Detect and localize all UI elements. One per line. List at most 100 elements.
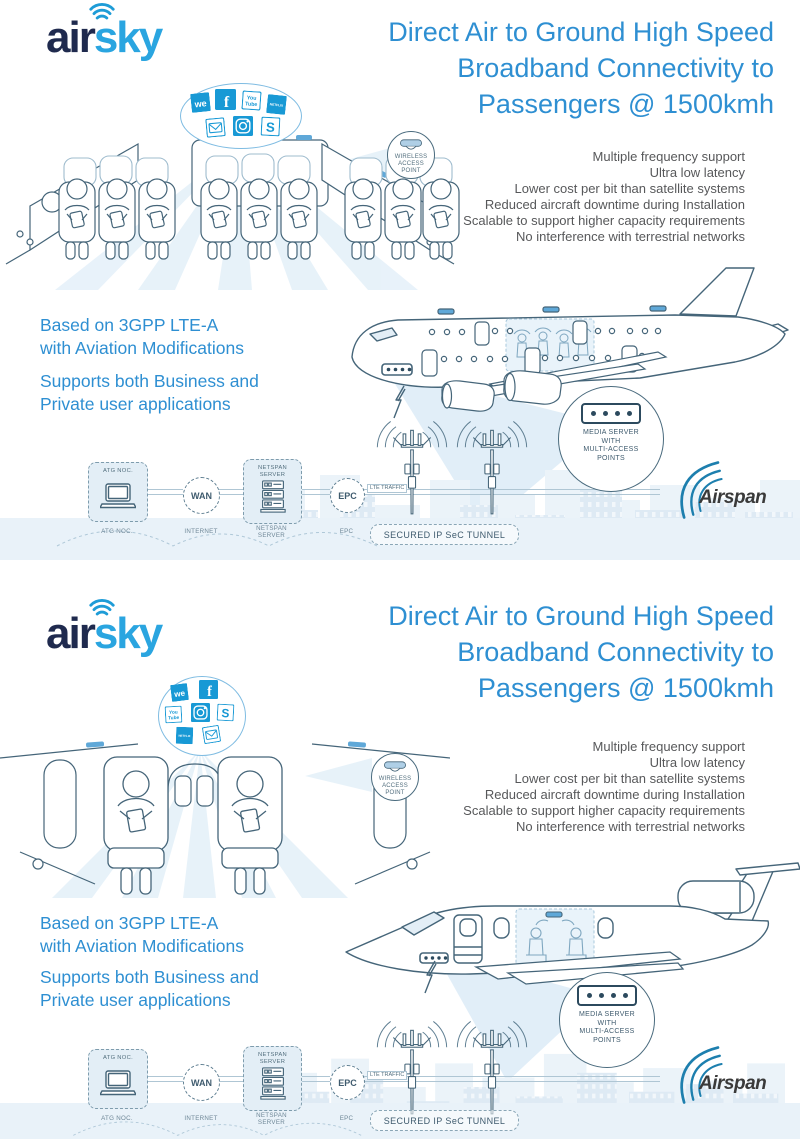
lte-traffic-label: LTE TRAFFIC [367,484,408,493]
page-title: Direct Air to Ground High Speed Broadban… [214,598,774,706]
server-icon [260,480,286,513]
note-applications: Supports both Business and Private user … [40,370,259,415]
media-server-callout: MEDIA SERVER WITH MULTI-ACCESS POINTS [558,386,664,492]
note-line: with Aviation Modifications [40,935,244,956]
wan-label: WAN [191,1077,212,1088]
note-3gpp: Based on 3GPP LTE-A with Aviation Modifi… [40,912,244,957]
feature-item: Ultra low latency [649,754,745,770]
wap-label-2: ACCESS [398,160,424,167]
feature-item: Scalable to support higher capacity requ… [463,212,745,228]
airplane-illustration [340,262,800,427]
access-point-icon [399,139,423,152]
note-applications: Supports both Business and Private user … [40,966,259,1011]
connector-line [300,1076,330,1082]
connector-line [146,1076,183,1082]
logo-air: air [46,609,96,658]
feature-item: Lower cost per bit than satellite system… [514,180,746,196]
cell-tower [452,1013,532,1125]
page-title: Direct Air to Ground High Speed Broadban… [214,14,774,122]
atg-noc-box-label: ATG NOC. [103,468,133,474]
note-line: Private user applications [40,393,231,414]
feature-item: Multiple frequency support [592,149,745,164]
tunnel-text: SECURED IP SeC TUNNEL [383,1115,506,1126]
note-line: Based on 3GPP LTE-A [40,315,219,335]
feature-item: No interference with terrestrial network… [515,228,745,244]
logo-sky: sky [93,13,163,62]
wap-label-1: WIRELESS [378,776,412,782]
media-label-1: MEDIA SERVER [579,1011,635,1018]
lte-traffic-line [363,489,660,495]
media-label-2: WITH [597,1019,617,1027]
access-point-icon [383,761,407,774]
youtube-icon [165,706,183,724]
title-line-1: Direct Air to Ground High Speed [388,17,774,47]
airsky-logo: airsky [40,596,200,660]
airsky-logo: airsky [40,0,200,64]
title-line-3: Passengers @ 1500kmh [477,89,774,119]
title-line-2: Broadband Connectivity to [457,53,774,83]
wan-node: WAN [183,477,220,514]
email-icon [202,725,221,744]
media-label-4: POINTS [597,454,625,462]
atg-noc-box-label: ATG NOC. [103,1055,133,1061]
title-line-3: Passengers @ 1500kmh [477,673,774,703]
lte-traffic-line [363,1076,660,1082]
atg-noc-ground-label: ATG NOC. [101,1115,133,1122]
airspan-logo: Airspan [699,1073,767,1094]
media-label-3: MULTI-ACCESS [579,1028,635,1035]
epc-ground-label: EPC [339,1115,354,1122]
feature-item: Scalable to support higher capacity requ… [463,802,745,818]
title-line-2: Broadband Connectivity to [457,637,774,667]
feature-item: No interference with terrestrial network… [515,818,745,834]
media-server-icon [581,403,641,424]
cell-tower [372,1013,452,1125]
media-label-4: POINTS [593,1036,621,1044]
airsky-logo-text: airsky [46,13,163,62]
server-icon [260,1067,286,1100]
epc-ground-label: EPC [339,528,354,535]
tunnel-text: SECURED IP SeC TUNNEL [383,529,506,540]
internet-ground-label: INTERNET [184,1115,218,1122]
connector-line [218,1076,243,1082]
lightning-bolt-icon [423,958,439,998]
airsky-logo-text: airsky [46,609,163,658]
epc-label: EPC [338,490,357,501]
laptop-icon [100,1070,136,1096]
wireless-access-point-callout: WIRELESS ACCESS POINT [371,753,419,801]
note-line: Supports both Business and [40,967,259,987]
wap-label-3: POINT [401,167,421,174]
dashed-hills [55,520,385,550]
netflix-icon [176,727,194,745]
ipsec-tunnel-label: SECURED IP SeC TUNNEL [370,1110,519,1131]
media-label-2: WITH [601,437,621,445]
feature-item: Ultra low latency [649,164,745,180]
feature-item: Reduced aircraft downtime during Install… [484,196,745,212]
wireless-access-point-callout: WIRELESS ACCESS POINT [387,131,435,179]
wechat-icon [170,683,189,702]
atg-noc-box: ATG NOC. [88,1049,148,1109]
note-3gpp: Based on 3GPP LTE-A with Aviation Modifi… [40,314,244,359]
panel-commercial-aircraft: airsky Direct Air to Ground High Speed B… [0,0,800,562]
media-label-1: MEDIA SERVER [583,429,639,436]
cell-tower [372,413,452,525]
wap-label-3: POINT [385,789,405,796]
wap-label-2: ACCESS [382,782,408,789]
features-list: Multiple frequency support Ultra low lat… [463,149,745,244]
media-server-callout: MEDIA SERVER WITH MULTI-ACCESS POINTS [559,972,655,1068]
social-apps-bubble [158,676,246,756]
media-server-icon [577,985,637,1006]
wan-label: WAN [191,490,212,501]
note-line: Based on 3GPP LTE-A [40,913,219,933]
ipsec-tunnel-label: SECURED IP SeC TUNNEL [370,524,519,545]
note-line: Private user applications [40,989,231,1010]
features-list: Multiple frequency support Ultra low lat… [463,739,745,834]
wan-node: WAN [183,1064,220,1101]
title-line-1: Direct Air to Ground High Speed [388,601,774,631]
note-line: with Aviation Modifications [40,337,244,358]
skype-icon [217,704,235,722]
atg-noc-ground-label: ATG NOC. [101,528,133,535]
